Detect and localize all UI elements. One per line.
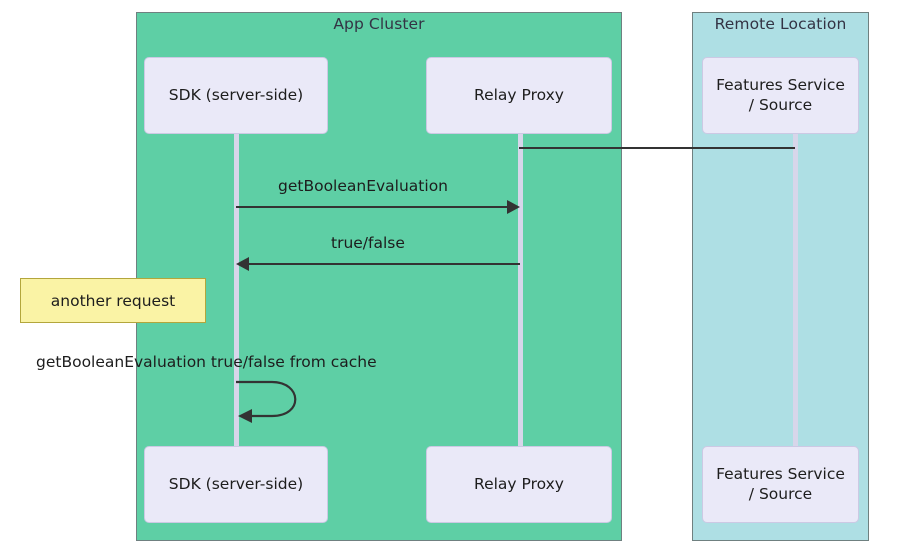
actor-features-service-bottom-label-line1: Features Service (716, 464, 845, 483)
note-another-request-text: another request (50, 291, 176, 310)
note-another-request: another request (20, 278, 206, 323)
message-relay-to-features-line (519, 147, 795, 149)
message-get-boolean-evaluation-arrowhead (507, 200, 520, 214)
group-app-cluster-title: App Cluster (333, 15, 425, 33)
actor-sdk-top-label: SDK (server-side) (168, 85, 304, 104)
actor-sdk-top[interactable]: SDK (server-side) (144, 57, 328, 134)
message-self-cache-label: getBooleanEvaluation true/false from cac… (36, 353, 377, 371)
actor-sdk-bottom[interactable]: SDK (server-side) (144, 446, 328, 523)
actor-features-service-bottom[interactable]: Features Service / Source (702, 446, 859, 523)
group-remote-location-title: Remote Location (714, 15, 847, 33)
message-get-boolean-evaluation-label: getBooleanEvaluation (278, 177, 449, 195)
lifeline-features-service (793, 133, 798, 448)
actor-features-service-top[interactable]: Features Service / Source (702, 57, 859, 134)
actor-features-service-top-label-line1: Features Service (716, 75, 845, 94)
actor-relay-proxy-bottom-label: Relay Proxy (474, 474, 564, 493)
message-true-false-label: true/false (331, 234, 405, 252)
lifeline-relay-proxy (518, 133, 523, 448)
message-true-false-arrowhead (236, 257, 249, 271)
actor-relay-proxy-top-label: Relay Proxy (474, 85, 564, 104)
actor-sdk-bottom-label: SDK (server-side) (168, 474, 304, 493)
actor-relay-proxy-top[interactable]: Relay Proxy (426, 57, 612, 134)
message-get-boolean-evaluation-line (236, 206, 508, 208)
actor-relay-proxy-bottom[interactable]: Relay Proxy (426, 446, 612, 523)
actor-features-service-bottom-label-line2: / Source (748, 484, 813, 503)
message-self-cache-loop (236, 380, 297, 423)
message-true-false-line (248, 263, 520, 265)
lifeline-sdk (234, 133, 239, 448)
actor-features-service-top-label-line2: / Source (748, 95, 813, 114)
